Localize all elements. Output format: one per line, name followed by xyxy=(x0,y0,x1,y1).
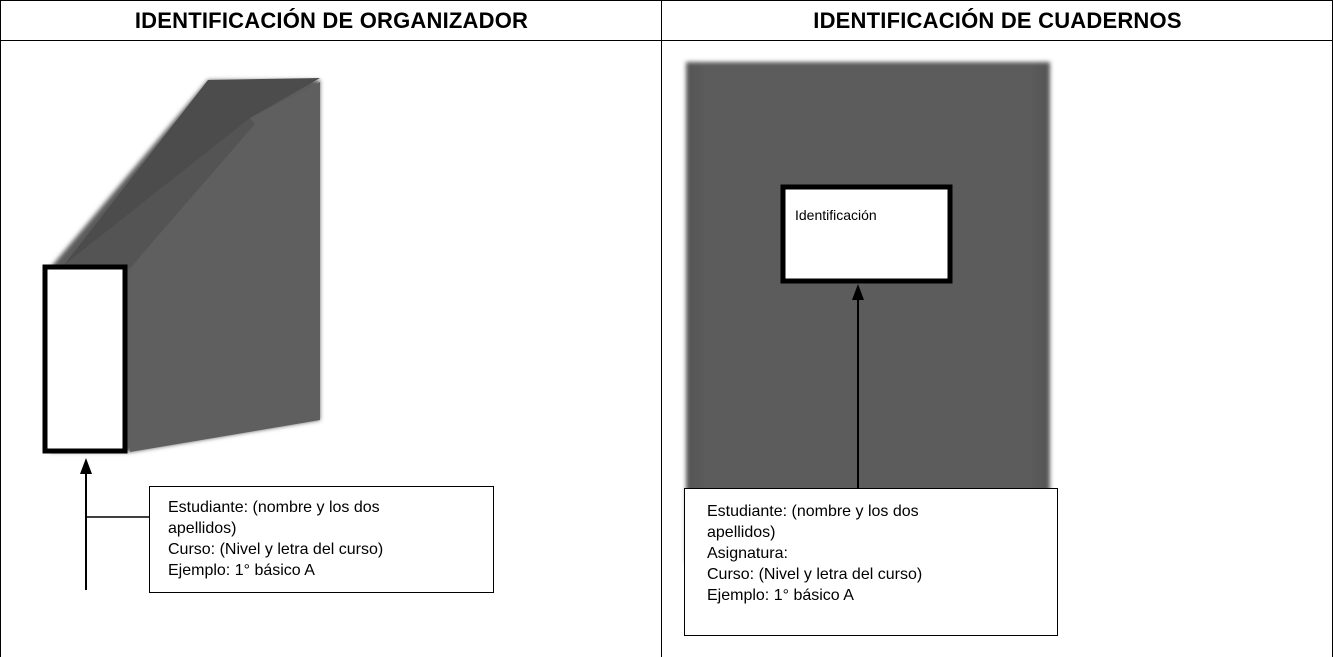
notebook-surnames-line: apellidos) xyxy=(707,524,776,541)
column-divider xyxy=(661,0,662,657)
organizer-info-box: Estudiante: (nombre y los dos apellidos)… xyxy=(149,486,494,593)
table-header-row xyxy=(1,1,1332,41)
notebooks-header: IDENTIFICACIÓN DE CUADERNOS xyxy=(813,8,1182,33)
notebook-info-box: Estudiante: (nombre y los dos apellidos)… xyxy=(684,488,1058,636)
organizer-header: IDENTIFICACIÓN DE ORGANIZADOR xyxy=(134,8,529,33)
organizer-student-line: Estudiante: (nombre y los dos xyxy=(168,499,380,516)
notebook-label-area xyxy=(780,184,953,284)
organizer-surnames-line: apellidos) xyxy=(168,520,237,537)
organizer-label-area xyxy=(42,264,128,454)
notebook-image xyxy=(686,62,1050,562)
organizer-course-line: Curso: (Nivel y letra del curso) xyxy=(168,541,384,558)
notebook-subject-line: Asignatura: xyxy=(707,545,788,562)
notebook-example-line: Ejemplo: 1° básico A xyxy=(707,587,854,604)
notebook-student-line: Estudiante: (nombre y los dos xyxy=(707,503,919,520)
organizer-example-line: Ejemplo: 1° básico A xyxy=(168,562,315,579)
organizer-arrowhead xyxy=(80,458,92,474)
notebook-arrowhead xyxy=(852,284,864,300)
notebook-identification-label: Identificación xyxy=(795,207,877,223)
notebook-course-line: Curso: (Nivel y letra del curso) xyxy=(707,566,923,583)
